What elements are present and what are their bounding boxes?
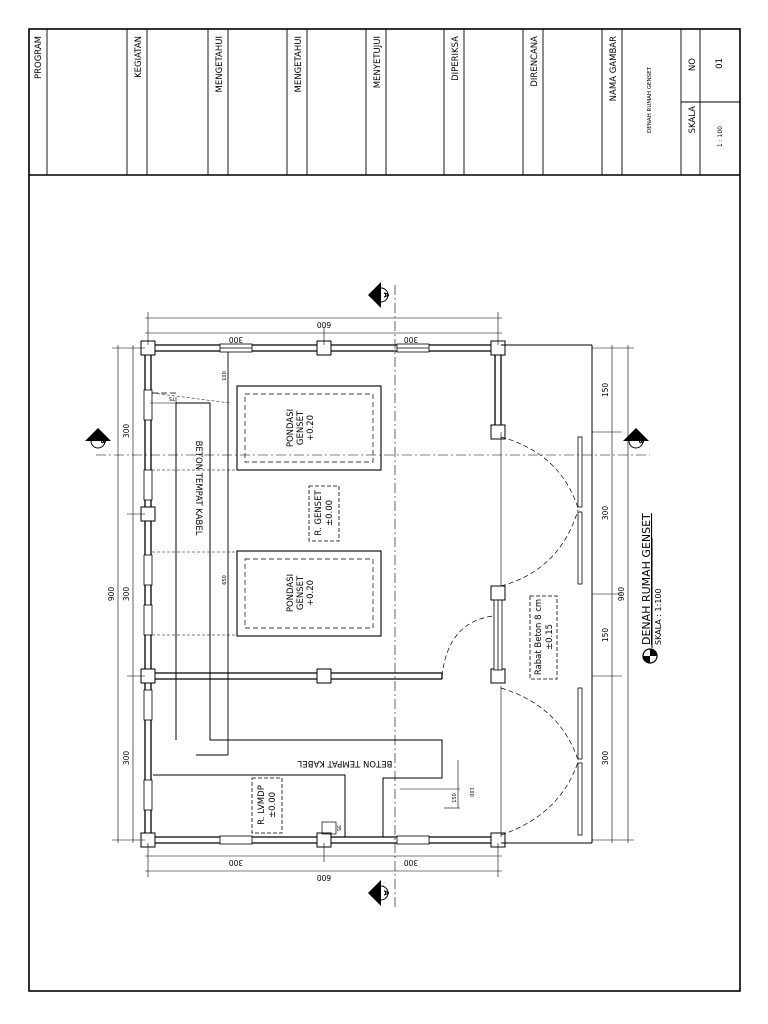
pondasi-1-level: +0.20 bbox=[306, 415, 316, 441]
lvmdp-room-level: ±0.00 bbox=[268, 792, 278, 818]
section-label-b-right: B bbox=[637, 438, 645, 443]
plan-title-symbol bbox=[642, 538, 658, 664]
beton-kabel-label-2: BETON TEMPAT KABEL bbox=[297, 758, 392, 768]
pondasi-1-sub: GENSET bbox=[296, 410, 306, 445]
dim-small-100: 100 bbox=[222, 371, 228, 381]
pondasi-genset-2 bbox=[236, 550, 382, 637]
dim-right-d: 300 bbox=[601, 751, 610, 766]
plan-scale: SKALA : 1:100 bbox=[654, 588, 663, 645]
column bbox=[490, 668, 506, 684]
dim-bottom-a: 300 bbox=[229, 858, 244, 867]
floor-plan bbox=[85, 282, 658, 910]
dim-left-a: 300 bbox=[122, 424, 131, 439]
dim-left-total: 900 bbox=[107, 587, 116, 602]
dim-right-c: 150 bbox=[601, 628, 610, 643]
rabat-label: Rabat Beton 8 cm bbox=[534, 599, 544, 675]
beton-tempat-kabel bbox=[151, 352, 443, 837]
windows bbox=[143, 343, 503, 845]
drawing-name-value: DENAH RUMAH GENSET bbox=[647, 66, 653, 133]
dim-bottom-b: 300 bbox=[404, 858, 419, 867]
dim-top-a: 300 bbox=[229, 335, 244, 344]
label-mengetahui-2: MENGETAHUI bbox=[294, 36, 304, 93]
label-kegiatan: KEGIATAN bbox=[134, 36, 144, 78]
genset-room-level: ±0.00 bbox=[325, 500, 335, 526]
section-label-b-left: B bbox=[99, 438, 107, 443]
dim-left-b: 300 bbox=[122, 587, 131, 602]
dim-small-35: 35 bbox=[335, 825, 341, 831]
section-marker-b-right bbox=[623, 428, 649, 449]
dim-top-total: 600 bbox=[317, 320, 332, 329]
dim-small-650: 650 bbox=[222, 575, 228, 585]
section-label-a-bottom: A bbox=[382, 890, 390, 896]
lvmdp-room-tag bbox=[251, 777, 283, 834]
no-value: 01 bbox=[715, 58, 725, 69]
dim-bottom-total: 600 bbox=[317, 873, 332, 882]
section-lines bbox=[96, 285, 650, 910]
dimension-lines bbox=[112, 312, 634, 877]
dim-right-b: 300 bbox=[601, 506, 610, 521]
doors bbox=[441, 432, 583, 837]
section-marker-a-top bbox=[368, 282, 389, 308]
dim-small-75: 75 bbox=[169, 395, 175, 401]
dim-left-c: 300 bbox=[122, 751, 131, 766]
section-label-a-top: A bbox=[382, 292, 390, 298]
column bbox=[490, 585, 506, 601]
sheet-border bbox=[28, 28, 741, 992]
columns bbox=[140, 340, 506, 848]
beton-kabel-label-1: BETON TEMPAT KABEL bbox=[193, 441, 203, 536]
label-program: PROGRAM bbox=[34, 36, 44, 79]
pondasi-1-name: PONDASI bbox=[286, 409, 296, 447]
dim-right-a: 150 bbox=[601, 383, 610, 398]
label-nama-gambar: NAMA GAMBAR bbox=[609, 36, 619, 101]
dim-top-b: 300 bbox=[404, 335, 419, 344]
dim-right-total: 900 bbox=[617, 587, 626, 602]
title-block bbox=[28, 28, 741, 992]
skala-value: 1 : 100 bbox=[717, 126, 724, 147]
label-menyetujui: MENYETUJUI bbox=[373, 36, 383, 88]
section-marker-b-left bbox=[85, 428, 111, 449]
label-no: NO bbox=[688, 58, 698, 71]
dim-small-150: 150 bbox=[452, 793, 458, 803]
column bbox=[490, 424, 506, 440]
section-marker-labels: A A B B bbox=[99, 292, 645, 896]
title-block-labels: PROGRAM KEGIATAN MENGETAHUI MENGETAHUI M… bbox=[34, 36, 725, 147]
section-marker-a-bottom bbox=[368, 880, 389, 906]
column bbox=[316, 668, 332, 684]
lvmdp-room-label: R. LVMDP bbox=[257, 785, 267, 825]
rabat-level: ±0.15 bbox=[545, 624, 555, 650]
dim-small-100b: 100 bbox=[468, 787, 474, 797]
label-direncana: DIRENCANA bbox=[530, 36, 540, 87]
lvmdp-detail bbox=[321, 821, 337, 835]
genset-room-label: R. GENSET bbox=[314, 490, 324, 536]
genset-room-tag bbox=[308, 485, 340, 542]
pondasi-2-name: PONDASI bbox=[286, 574, 296, 612]
label-mengetahui-1: MENGETAHUI bbox=[215, 36, 225, 93]
label-diperiksa: DIPERIKSA bbox=[451, 36, 461, 81]
plan-title: DENAH RUMAH GENSET bbox=[640, 513, 653, 645]
plan-labels: PONDASI GENSET +0.20 PONDASI GENSET +0.2… bbox=[193, 409, 663, 825]
pondasi-genset-1 bbox=[236, 385, 382, 471]
dimension-labels: 600 300 300 600 300 300 900 300 300 300 … bbox=[107, 320, 626, 882]
rabat-tag bbox=[529, 595, 558, 680]
label-skala: SKALA bbox=[688, 106, 698, 134]
pondasi-2-sub: GENSET bbox=[296, 575, 306, 610]
pondasi-2-level: +0.20 bbox=[306, 580, 316, 606]
